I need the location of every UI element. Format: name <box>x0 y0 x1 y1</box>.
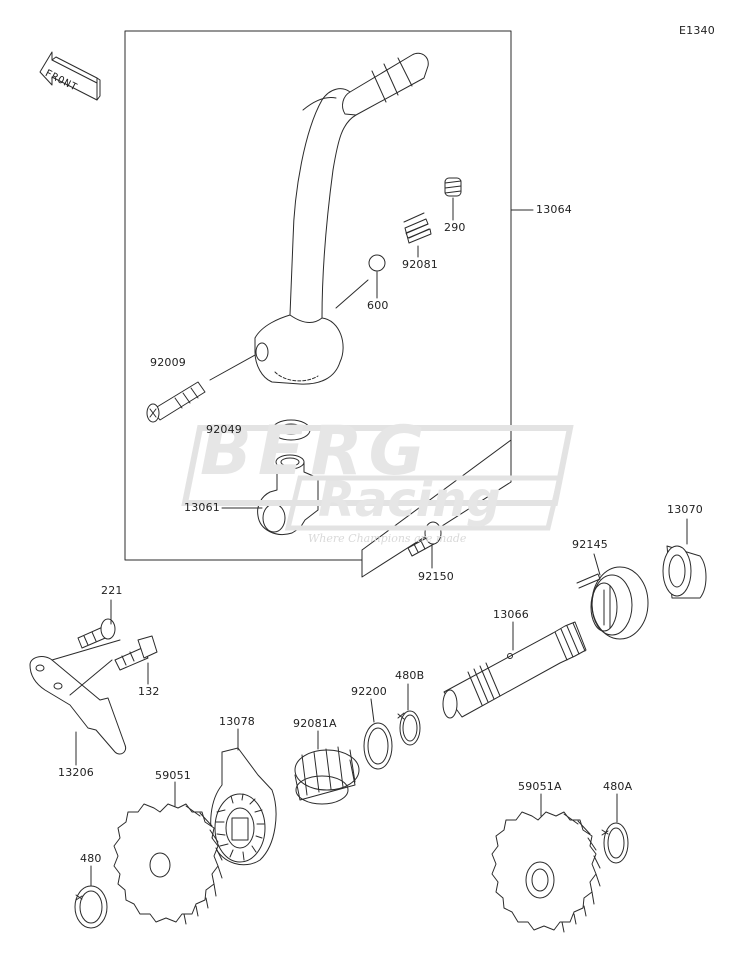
ball-600 <box>368 254 386 272</box>
part-label-13206: 13206 <box>58 766 94 779</box>
part-label-600: 600 <box>367 299 389 312</box>
leader-600 <box>335 279 369 309</box>
front-arrow-icon <box>39 51 101 101</box>
leader-92145 <box>593 553 601 576</box>
part-label-59051A: 59051A <box>518 780 562 793</box>
part-label-92200: 92200 <box>351 685 387 698</box>
gear-59051A <box>491 811 601 933</box>
part-label-13064: 13064 <box>536 203 572 216</box>
part-label-92049: 92049 <box>206 423 242 436</box>
circlip-480B <box>397 710 421 746</box>
part-label-221: 221 <box>101 584 123 597</box>
circlip-480 <box>74 885 108 929</box>
leader-92200 <box>370 698 375 723</box>
ratchet-13078 <box>210 747 277 866</box>
leader-92009 <box>209 354 256 381</box>
part-label-92145: 92145 <box>572 538 608 551</box>
watermark-brand-bottom: Racing <box>318 472 501 528</box>
part-label-13061: 13061 <box>184 501 220 514</box>
kick-pedal-lever <box>254 52 429 385</box>
bushing-13070 <box>662 545 707 599</box>
washer-92200 <box>363 722 393 770</box>
part-label-13070: 13070 <box>667 503 703 516</box>
diagram-code: E1340 <box>679 24 715 37</box>
part-label-59051: 59051 <box>155 769 191 782</box>
spring-92081A <box>294 746 360 805</box>
watermark-brand-top: BERG <box>200 412 431 491</box>
part-label-92081: 92081 <box>402 258 438 271</box>
part-label-13078: 13078 <box>219 715 255 728</box>
part-label-132: 132 <box>138 685 160 698</box>
part-label-480: 480 <box>80 852 102 865</box>
part-label-290: 290 <box>444 221 466 234</box>
part-label-480A: 480A <box>603 780 633 793</box>
part-label-13066: 13066 <box>493 608 529 621</box>
part-label-92009: 92009 <box>150 356 186 369</box>
spring-92145 <box>576 566 649 640</box>
part-label-92081A: 92081A <box>293 717 337 730</box>
part-label-92150: 92150 <box>418 570 454 583</box>
circlip-480A <box>601 822 629 864</box>
watermark-tagline: Where Champions are made <box>308 532 467 545</box>
assembly-box-outline <box>124 30 512 561</box>
spring-92081 <box>403 212 432 244</box>
bolt-221 <box>77 618 116 649</box>
bolt-92009 <box>146 381 206 423</box>
part-label-480B: 480B <box>395 669 425 682</box>
bolt-132 <box>114 635 158 671</box>
gear-59051 <box>113 803 223 925</box>
spring-290 <box>444 177 462 197</box>
lever-13206 <box>29 639 127 755</box>
shaft-13066 <box>442 621 587 719</box>
